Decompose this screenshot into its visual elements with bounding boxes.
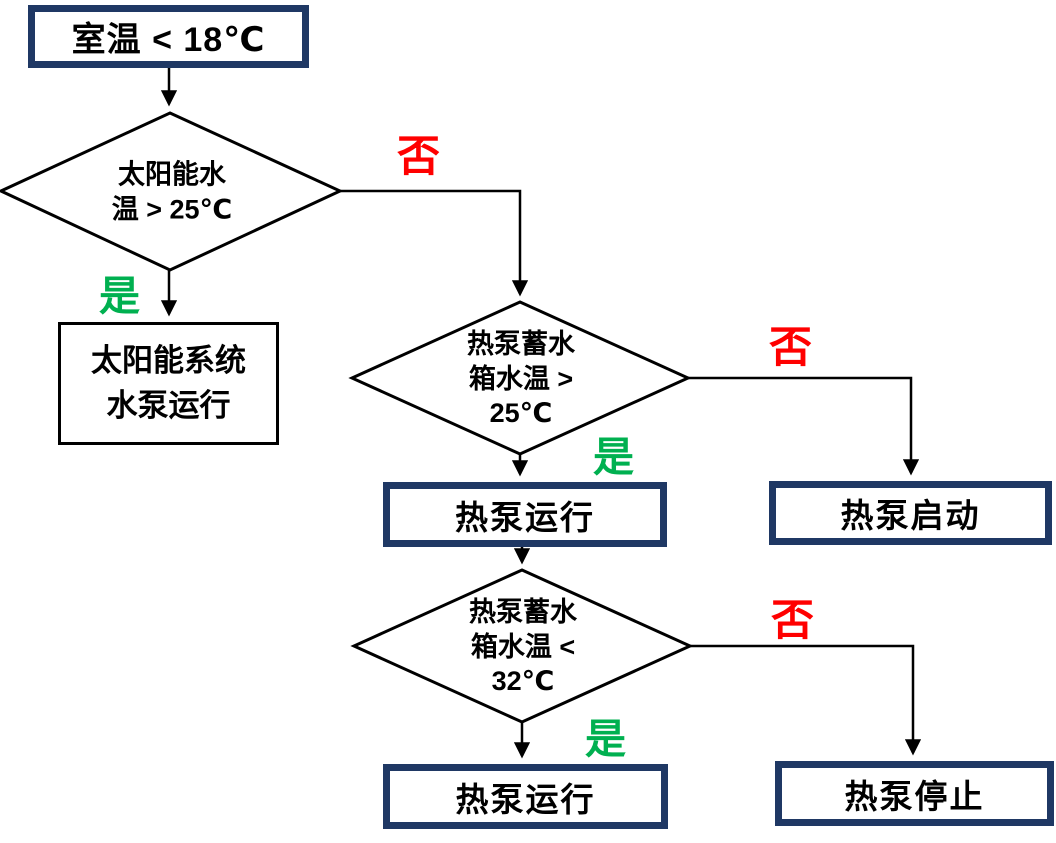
edge-label-no-3: 否 [771, 597, 814, 645]
decision-tank-temp-32-line1: 热泵蓄水 [469, 597, 577, 628]
heat-pump-run-node-1: 热泵运行 [383, 482, 667, 547]
decision-tank-temp-32-label: 热泵蓄水 箱水温 < 32℃ [469, 595, 577, 699]
edge-label-no-2: 否 [769, 324, 812, 372]
heat-pump-stop-label: 热泵停止 [844, 777, 985, 815]
start-node-label: 室温 < 18℃ [71, 21, 266, 59]
heat-pump-run-label-1: 热泵运行 [455, 498, 595, 536]
decision-solar-temp-label: 太阳能水 温 > 25℃ [112, 157, 233, 226]
decision-tank-temp-25-line1: 热泵蓄水 [467, 329, 575, 360]
heat-pump-start-label: 热泵启动 [840, 497, 981, 534]
heat-pump-stop-node: 热泵停止 [775, 761, 1054, 826]
heat-pump-run-node-2: 热泵运行 [383, 764, 668, 829]
solar-pump-label-line2: 水泵运行 [106, 387, 231, 423]
decision-tank-temp-25-label: 热泵蓄水 箱水温 > 25℃ [467, 327, 575, 431]
arrow-decision2-no-to-hp-start [688, 376, 920, 476]
decision-tank-temp-25-line2: 箱水温 > [468, 363, 574, 394]
decision-tank-temp-32-line3: 32℃ [491, 666, 555, 697]
solar-pump-label-line1: 太阳能系统 [91, 342, 246, 378]
decision-solar-temp-line2: 温 > 25℃ [111, 194, 233, 224]
heat-pump-start-node: 热泵启动 [769, 481, 1052, 545]
heat-pump-run-label-2: 热泵运行 [455, 780, 596, 818]
arrow-decision1-no-to-decision2 [340, 189, 529, 297]
decision-tank-temp-32-line2: 箱水温 < [470, 631, 576, 662]
decision-diamond-tank-temp-25 [348, 300, 692, 456]
edge-label-yes-3: 是 [585, 716, 626, 762]
decision-tank-temp-25-line3: 25℃ [489, 398, 553, 429]
decision-solar-temp-line1: 太阳能水 [118, 159, 226, 190]
decision-diamond-solar-temp [0, 111, 344, 272]
edge-label-yes-1: 是 [99, 273, 140, 319]
edge-label-no-1: 否 [397, 133, 440, 181]
start-node-room-temp: 室温 < 18℃ [28, 5, 309, 68]
arrow-decision3-no-to-hp-stop [690, 644, 922, 756]
edge-label-yes-2: 是 [593, 434, 634, 480]
decision-diamond-tank-temp-32 [350, 568, 694, 724]
solar-pump-node: 太阳能系统 水泵运行 [58, 322, 279, 445]
